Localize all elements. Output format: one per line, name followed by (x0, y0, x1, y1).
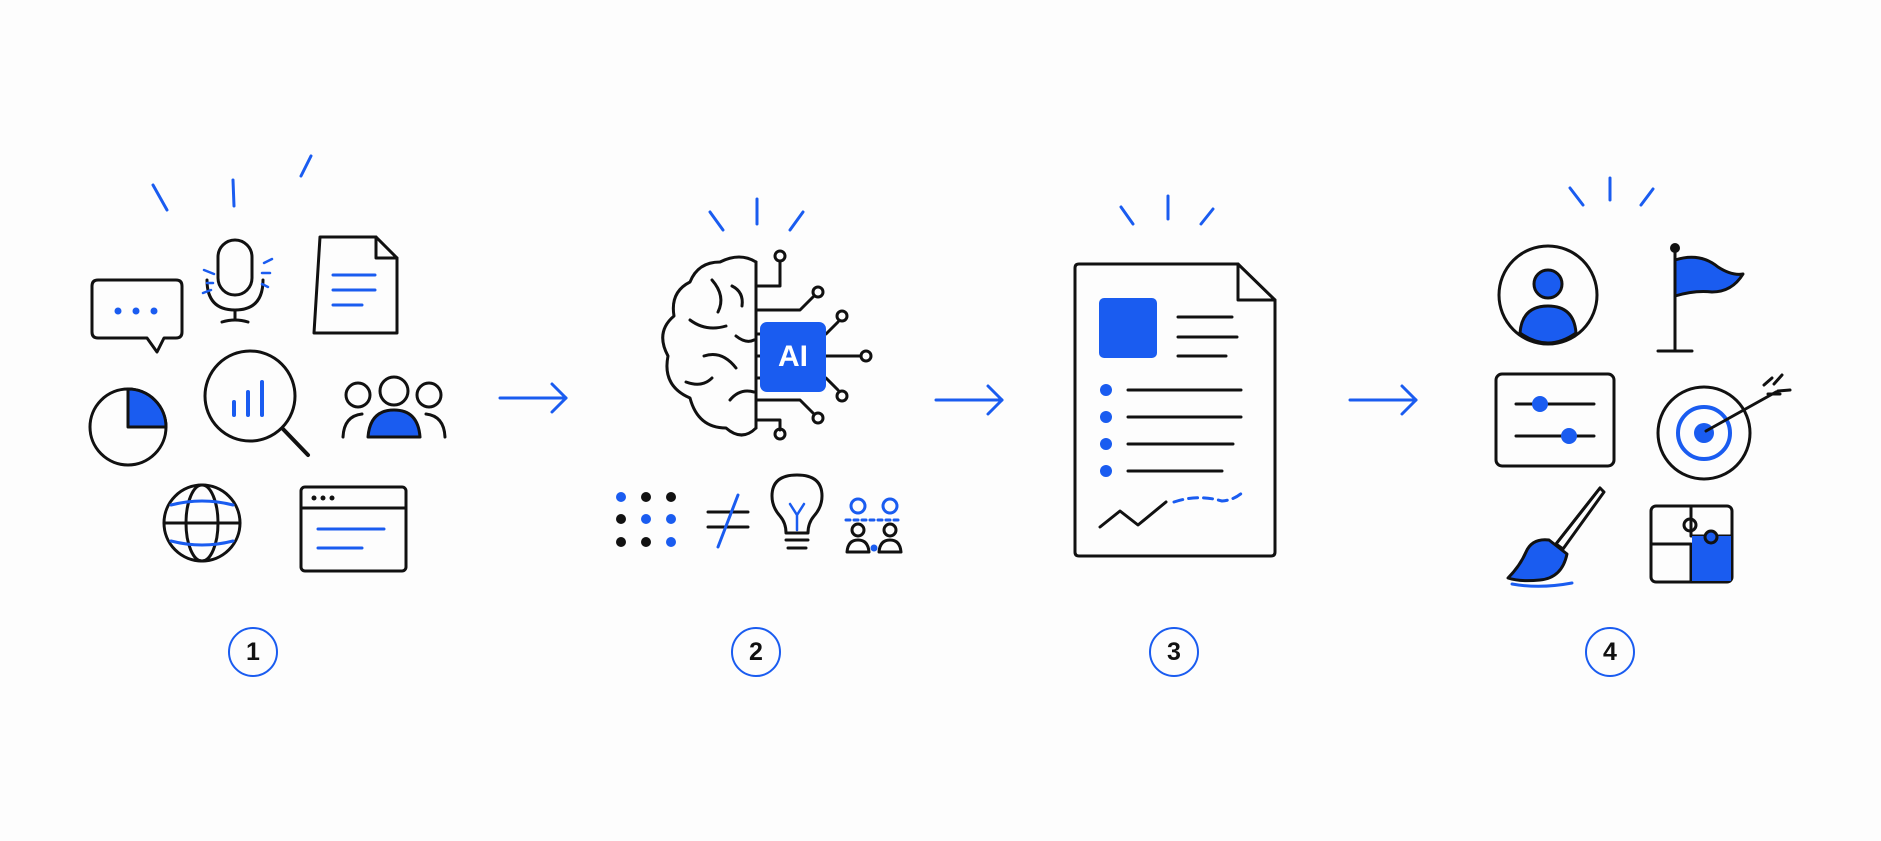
step-4-group (1494, 176, 1792, 588)
arrow-right-icon (1348, 384, 1418, 416)
people-group-icon (341, 375, 447, 439)
document-icon (312, 235, 399, 335)
dot-grid-icon (616, 492, 676, 547)
step-1-group (88, 154, 447, 573)
pie-chart-icon (88, 387, 168, 467)
step-3-group (1073, 194, 1277, 558)
step-1-sparkle-lines (151, 154, 313, 212)
lightbulb-icon (770, 473, 824, 550)
step-2-sparkle-lines (708, 197, 805, 232)
step-2-group (616, 197, 904, 554)
arrow-right-icon (934, 384, 1004, 416)
browser-window-icon (299, 485, 408, 573)
step-number-3: 3 (1149, 627, 1199, 677)
arrow-right-icon (498, 382, 568, 414)
puzzle-icon (1649, 504, 1734, 584)
step-number-2: 2 (731, 627, 781, 677)
target-arrow-icon (1656, 373, 1792, 481)
paintbrush-icon (1506, 486, 1606, 588)
globe-icon (162, 483, 242, 563)
step-number-4: 4 (1585, 627, 1635, 677)
people-compare-icon (844, 497, 904, 554)
microphone-icon (201, 238, 274, 324)
brain-circuit-icon (661, 249, 873, 441)
step-number-1: 1 (228, 627, 278, 677)
report-document-icon (1073, 262, 1277, 558)
user-avatar-icon (1497, 244, 1599, 346)
step-4-sparkle-lines (1568, 176, 1655, 207)
step-3-sparkle-lines (1119, 194, 1215, 226)
not-equal-icon (706, 493, 750, 549)
magnifier-bar-chart-icon (203, 349, 310, 457)
chat-bubble-icon (90, 278, 184, 354)
ai-chip-label: AI (778, 340, 808, 373)
flag-icon (1656, 243, 1745, 353)
sliders-icon (1494, 372, 1616, 468)
